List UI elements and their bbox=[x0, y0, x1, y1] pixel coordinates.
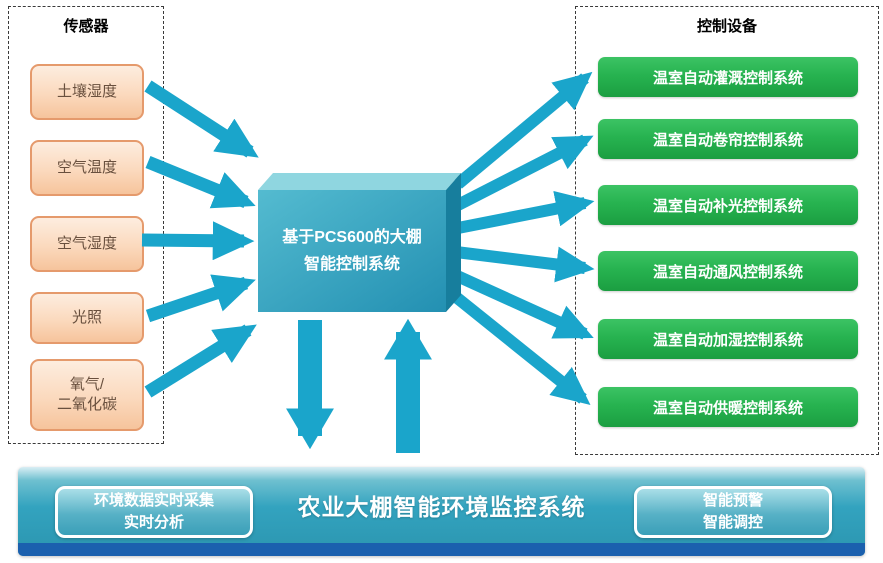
device-roller-blind: 温室自动卷帘控制系统 bbox=[598, 119, 858, 159]
device-supplemental-light: 温室自动补光控制系统 bbox=[598, 185, 858, 225]
platform-left-box: 环境数据实时采集 实时分析 bbox=[55, 486, 253, 538]
sensors-panel-title: 传感器 bbox=[63, 18, 109, 35]
sensor-light: 光照 bbox=[30, 292, 144, 344]
platform-base-strip bbox=[18, 543, 865, 556]
device-irrigation: 温室自动灌溉控制系统 bbox=[598, 57, 858, 97]
controller-label-line2: 智能控制系统 bbox=[303, 256, 400, 273]
sensor-label: 光照 bbox=[71, 308, 102, 326]
sensor-label: 空气湿度 bbox=[56, 234, 117, 252]
arrow-controller-to-irrigation bbox=[454, 71, 593, 189]
sensors-panel: 传感器 土壤湿度 空气温度 空气湿度 光照 氧气/ 二氧化碳 bbox=[8, 6, 164, 444]
sensor-label: 空气温度 bbox=[56, 158, 117, 176]
arrow-controller-to-heating bbox=[452, 292, 591, 406]
controller-box-top-face bbox=[258, 173, 461, 190]
left-box-line2: 实时分析 bbox=[123, 514, 184, 531]
sensor-air-temperature: 空气温度 bbox=[30, 140, 144, 196]
sensor-label: 土壤湿度 bbox=[56, 82, 117, 100]
right-box-line2: 智能调控 bbox=[702, 514, 763, 531]
controller-box-side-face bbox=[446, 173, 461, 312]
devices-panel-title: 控制设备 bbox=[696, 18, 757, 35]
arrow-controller-to-roller-blind bbox=[453, 134, 594, 212]
right-box-line1: 智能预警 bbox=[702, 492, 763, 510]
device-ventilation: 温室自动通风控制系统 bbox=[598, 251, 858, 291]
sensor-label: 氧气/ bbox=[69, 375, 105, 393]
arrow-controller-to-ventilation bbox=[455, 246, 595, 283]
devices-panel: 控制设备 温室自动灌溉控制系统 温室自动卷帘控制系统 温室自动补光控制系统 温室… bbox=[575, 6, 879, 455]
device-humidification: 温室自动加湿控制系统 bbox=[598, 319, 858, 359]
sensor-air-humidity: 空气湿度 bbox=[30, 216, 144, 272]
device-heating: 温室自动供暖控制系统 bbox=[598, 387, 858, 427]
arrow-controller-to-humidification bbox=[452, 269, 594, 340]
controller-label-line1: 基于PCS600的大棚 bbox=[282, 228, 422, 246]
sensor-soil-moisture: 土壤湿度 bbox=[30, 64, 144, 120]
controller-box-label: 基于PCS600的大棚 智能控制系统 bbox=[258, 190, 446, 312]
platform-right-box: 智能预警 智能调控 bbox=[634, 486, 832, 538]
platform-bar: 环境数据实时采集 实时分析 农业大棚智能环境监控系统 智能预警 智能调控 bbox=[18, 467, 865, 556]
sensor-label-line2: 二氧化碳 bbox=[56, 396, 117, 413]
left-box-line1: 环境数据实时采集 bbox=[93, 492, 214, 510]
arrow-controller-to-supplemental-light bbox=[456, 190, 595, 234]
platform-title: 农业大棚智能环境监控系统 bbox=[297, 494, 586, 520]
sensor-oxygen-co2: 氧气/ 二氧化碳 bbox=[30, 359, 144, 431]
